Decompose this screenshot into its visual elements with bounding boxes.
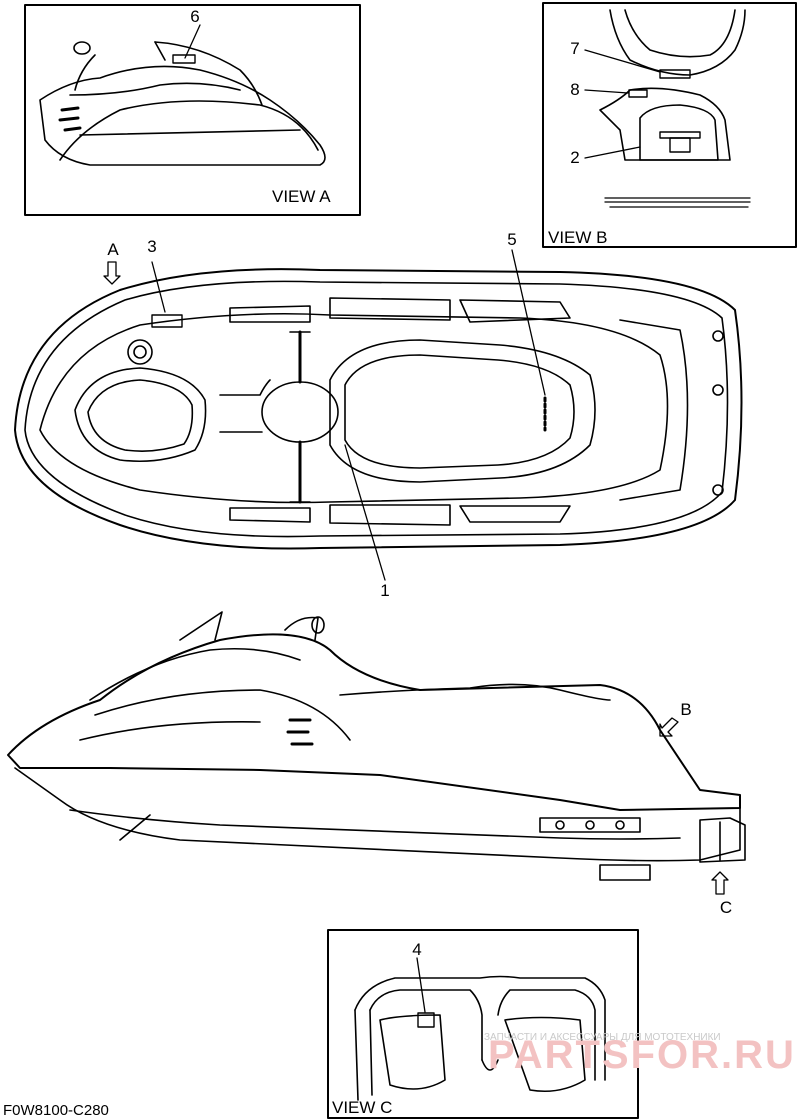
- callout-5: 5: [507, 230, 516, 249]
- view-a-panel: [24, 4, 361, 216]
- view-a-label: VIEW A: [272, 187, 331, 206]
- callout-4: 4: [412, 940, 421, 959]
- watermark-tagline: ЗАПЧАСТИ И АКСЕССУАРЫ ДЛЯ МОТОТЕХНИКИ: [484, 1032, 721, 1043]
- arrow-c-label: C: [720, 898, 732, 917]
- view-c-panel: [327, 929, 639, 1119]
- view-b-panel: [542, 2, 797, 248]
- diagram-code: F0W8100-C280: [3, 1102, 109, 1119]
- callout-2: 2: [570, 148, 579, 167]
- view-c-label: VIEW C: [332, 1098, 392, 1117]
- arrow-a-label: A: [107, 240, 119, 259]
- view-b-label: VIEW B: [548, 228, 608, 247]
- top-view-drawing: [14, 249, 743, 581]
- watermark-logo: PARTSFOR.RU: [488, 1033, 796, 1077]
- arrow-b-label: B: [680, 700, 691, 719]
- callout-6: 6: [190, 7, 199, 26]
- callout-7: 7: [570, 39, 579, 58]
- callout-8: 8: [570, 80, 579, 99]
- callout-3: 3: [147, 237, 156, 256]
- side-view-drawing: [7, 611, 746, 895]
- callout-1: 1: [380, 581, 389, 600]
